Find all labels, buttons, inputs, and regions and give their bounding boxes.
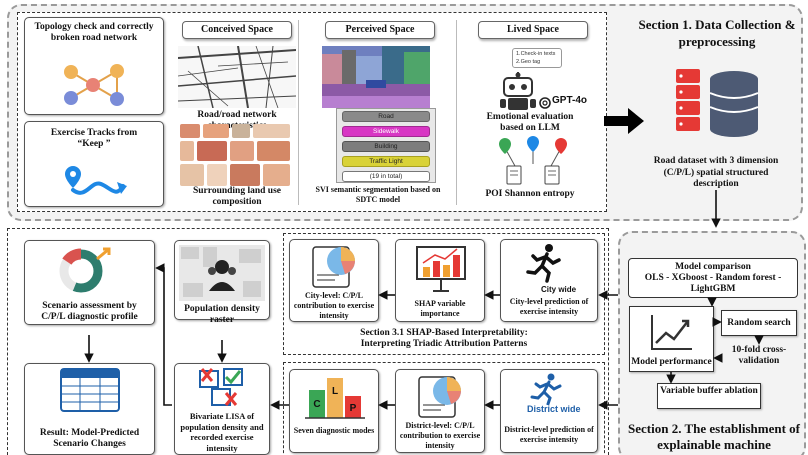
road-network-map (178, 46, 296, 108)
district-runner-icon (530, 373, 562, 405)
district-pie-report-icon (418, 376, 461, 418)
model-comparison-label: Model comparison (675, 262, 751, 272)
database-servers-icon (676, 69, 759, 137)
district-prediction-label: District-level prediction of exercise in… (504, 425, 594, 444)
bivariate-label: Bivariate LISA of population density and… (180, 411, 264, 453)
section3-title-line1: Section 3.1 SHAP-Based Interpretability: (360, 328, 528, 338)
bar-letter-c: C (313, 399, 320, 410)
district-wide-label: District wide (527, 404, 581, 414)
city-contribution-label: City-level: C/P/L contribution to exerci… (293, 291, 375, 320)
network-graph-icon (64, 64, 124, 106)
population-raster-icon (179, 245, 265, 301)
population-raster-label: Population density raster (184, 304, 260, 325)
class-road: Road (342, 111, 430, 122)
checkin-bubble: 1.Check-in texts 2.Geo tag (512, 48, 562, 68)
robot-icon (500, 72, 536, 110)
poi-entropy-label: POI Shannon entropy (485, 189, 575, 199)
bubble-line-1: 1.Check-in texts (516, 51, 556, 57)
seven-modes-card: C L P Seven diagnostic modes (289, 369, 379, 453)
result-label: Result: Model-Predicted Scenario Changes (39, 428, 140, 449)
emotion-label: Emotional evaluation based on LLM (486, 112, 574, 133)
segmentation-caption: SVI semantic segmentation based on SDTC … (315, 185, 441, 204)
bubble-line-2: 2.Geo tag (516, 59, 541, 65)
section1-title: Section 1. Data Collection & preprocessi… (638, 17, 796, 49)
gpt-label: GPT-4o (552, 95, 588, 106)
separator-1 (298, 20, 299, 205)
route-icon (65, 166, 127, 195)
conceived-space-header: Conceived Space (182, 21, 292, 39)
bivariate-card: Bivariate LISA of population density and… (174, 363, 270, 455)
section3-title-line2: Interpreting Triadic Attribution Pattern… (360, 339, 528, 349)
result-card: Result: Model-Predicted Scenario Changes (24, 363, 155, 455)
land-use-map (180, 124, 290, 186)
street-view-image (322, 46, 430, 108)
pie-report-icon (312, 246, 355, 288)
bar-letter-l: L (332, 386, 338, 397)
separator-2 (456, 20, 457, 205)
model-performance-label: Model performance (631, 357, 712, 367)
scenario-card: Scenario assessment by C/P/L diagnostic … (24, 240, 155, 325)
section3-outer-panel (7, 228, 609, 455)
class-building: Building (342, 141, 430, 152)
city-prediction-card: City wide City-level prediction of exerc… (500, 239, 598, 322)
performance-chart-icon (651, 315, 692, 350)
poi-network-icon (499, 136, 567, 185)
class-sidewalk: Sidewalk (342, 126, 430, 137)
population-raster-card: Population density raster (174, 240, 270, 325)
district-contribution-label: District-level: C/P/L contribution to ex… (399, 421, 481, 450)
tracks-card: Exercise Tracks from “Keep ” (24, 121, 164, 207)
city-wide-label: City wide (541, 285, 577, 294)
road-dataset-label: Road dataset with 3 dimension (C/P/L) sp… (653, 156, 779, 189)
lisa-map-icon (199, 368, 243, 406)
lived-space-header: Lived Space (478, 21, 588, 39)
seven-modes-label: Seven diagnostic modes (293, 426, 375, 435)
district-contribution-card: District-level: C/P/L contribution to ex… (395, 369, 485, 453)
topology-label: Topology check and correctly broken road… (34, 22, 154, 43)
city-prediction-label: City-level prediction of exercise intens… (509, 297, 589, 316)
city-contribution-card: City-level: C/P/L contribution to exerci… (289, 239, 379, 322)
shap-importance-card: SHAP variable importance (395, 239, 485, 322)
buffer-ablation-label: Variable buffer ablation (660, 386, 758, 396)
buffer-ablation-box: Variable buffer ablation (657, 383, 761, 409)
scenario-label: Scenario assessment by C/P/L diagnostic … (41, 301, 138, 322)
random-search-label: Random search (727, 318, 791, 328)
land-use-label: Surrounding land use composition (192, 186, 281, 207)
bar-chart-icon: C L P (305, 378, 365, 419)
model-comparison-box: Model comparison OLS - XGboost - Random … (628, 258, 798, 298)
class-total: (19 in total) (342, 171, 430, 182)
model-list-label: OLS - XGboost - Random forest - LightGBM (644, 273, 782, 294)
donut-chart-icon (58, 247, 111, 294)
shap-importance-label: SHAP variable importance (414, 299, 466, 318)
bar-letter-p: P (350, 403, 357, 414)
topology-card: Topology check and correctly broken road… (24, 17, 164, 115)
class-traffic-light: Traffic Light (342, 156, 430, 167)
table-icon (60, 368, 120, 412)
openai-icon (539, 97, 551, 109)
section2-title: Section 2. The establishment of explaina… (628, 421, 801, 452)
cv-label: 10-fold cross-validation (731, 345, 787, 366)
tracks-label: Exercise Tracks from “Keep ” (50, 128, 138, 149)
presentation-chart-icon (416, 246, 466, 292)
district-prediction-card: District wide District-level prediction … (500, 369, 598, 453)
big-right-arrow-icon (604, 108, 644, 134)
perceived-space-header: Perceived Space (325, 21, 435, 39)
model-performance-box: Model performance (629, 306, 714, 372)
runner-icon (526, 244, 561, 283)
